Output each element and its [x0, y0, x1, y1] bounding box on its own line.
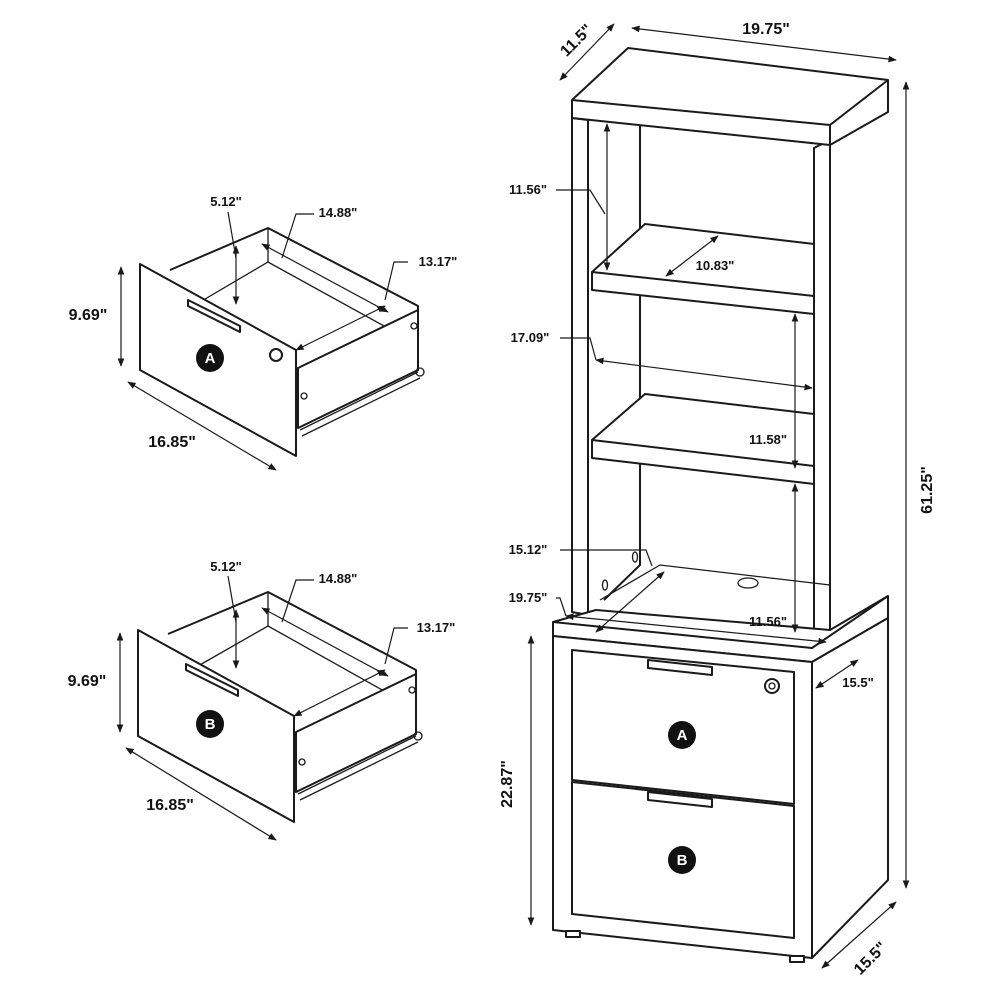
cabinet-shelf3-height-label: 11.56"	[749, 614, 787, 629]
cabinet-lock-core	[768, 682, 776, 690]
drawer-a-dimensions: 9.69" 16.85" 5.12" 14.88" 13.17"	[69, 194, 458, 471]
drawer-a-inner-depth-label: 14.88"	[319, 205, 358, 220]
drawer-b-wheel	[413, 731, 423, 741]
cabinet-drawer-b-badge-circle	[668, 846, 696, 874]
cabinet-inner-width-line	[595, 357, 813, 391]
cabinet-shelf1-height-label: 11.56"	[509, 182, 547, 197]
cabinet-drawer-b-badge: B	[677, 852, 688, 869]
cabinet-base-top-depth-label: 15.5"	[842, 675, 873, 690]
drawer-b-inner-height-leader	[227, 575, 237, 623]
drawer-b-illustration: B	[137, 591, 423, 823]
cabinet-hutch-back	[603, 107, 641, 601]
cabinet-base-top-depth-line	[815, 659, 859, 689]
drawer-a-inner-width-line	[295, 305, 386, 351]
cabinet-top-edge	[571, 79, 889, 145]
cabinet-overall-height-label: 61.25"	[919, 466, 936, 514]
drawer-b-inner-depth-leader	[281, 579, 314, 623]
cabinet-base-height-label: 22.87"	[499, 760, 516, 808]
cabinet-top-width-label: 19.75"	[742, 21, 790, 38]
drawer-b-side-panel	[295, 673, 417, 793]
drawer-b-inner-depth-label: 14.88"	[319, 571, 358, 586]
drawer-a-inner-height-label: 5.12"	[210, 194, 241, 209]
drawer-b-dimensions: 9.69" 16.85" 5.12" 14.88" 13.17"	[68, 559, 456, 841]
drawer-a-screw	[410, 322, 418, 330]
cabinet-grommet	[737, 577, 759, 589]
drawer-b-handle	[185, 663, 239, 697]
cabinet-base-width-label: 19.75"	[509, 590, 548, 605]
drawer-a-inner-width-leader	[384, 261, 408, 301]
cabinet-shelf-depth-label: 10.83"	[696, 258, 735, 273]
drawer-a-inner-depth-leader	[281, 213, 314, 259]
cabinet-shelf-depth-line	[665, 235, 719, 277]
drawer-b-front-screw	[298, 758, 306, 766]
cabinet-top-width-line	[631, 25, 897, 63]
drawer-a-height-label: 9.69"	[69, 307, 108, 324]
drawer-a-runner	[299, 371, 421, 437]
drawer-a-handle	[187, 299, 241, 333]
drawer-a-inner-depth-line	[261, 243, 389, 313]
cabinet-hutch-right-side	[813, 139, 831, 646]
cabinet-base-bottom-depth-label: 15.5"	[851, 939, 890, 978]
drawer-a-depth-label: 16.85"	[148, 434, 196, 451]
cabinet-shelf2-height-label: 11.58"	[749, 432, 787, 447]
cabinet-shelf-2	[591, 393, 815, 485]
cabinet-base-bottom-depth-line	[821, 901, 897, 969]
cabinet-shelf-1-edge	[591, 271, 815, 297]
cabinet-top-depth-label: 11.5"	[557, 21, 596, 60]
drawer-a-front-screw	[300, 392, 308, 400]
cabinet-drawer-b-handle	[647, 791, 713, 808]
cabinet-hole-1	[631, 551, 639, 563]
cabinet-hutch-left-side	[571, 117, 589, 616]
cabinet-base-width-leader	[556, 597, 567, 617]
drawer-a-side-panel	[297, 309, 419, 429]
cabinet-inner-width-label: 17.09"	[511, 330, 550, 345]
drawer-a-depth-line	[127, 381, 277, 471]
cabinet-inner-width-leader	[560, 337, 597, 361]
cabinet-hole-2	[601, 579, 609, 591]
cabinet-drawer-a-handle	[647, 659, 713, 676]
cabinet-foot-right	[789, 955, 805, 963]
drawer-b-depth-line	[125, 747, 277, 841]
drawer-b-depth-label: 16.85"	[146, 797, 194, 814]
drawer-a-badge: A	[205, 350, 216, 367]
drawer-b-screw	[408, 686, 416, 694]
drawer-a-badge-circle	[196, 344, 224, 372]
cabinet-base-depth-leader	[560, 549, 653, 567]
drawer-a-inner-width-label: 13.17"	[419, 254, 458, 269]
drawer-b-inner-depth-line	[261, 607, 389, 677]
cabinet-illustration: A B	[552, 47, 889, 963]
cabinet-foot-left	[565, 930, 581, 938]
drawer-a-lock	[269, 348, 283, 362]
cabinet-base-right-side	[811, 617, 889, 959]
drawer-b-inner-width-label: 13.17"	[417, 620, 456, 635]
cabinet-lock-icon	[764, 678, 780, 694]
drawer-b-height-label: 9.69"	[68, 673, 107, 690]
drawer-a-illustration: A	[139, 227, 425, 457]
cabinet-drawer-a-badge: A	[677, 727, 688, 744]
drawer-b-badge-circle	[196, 710, 224, 738]
drawer-b-inner-height-label: 5.12"	[210, 559, 241, 574]
cabinet-base-depth-label: 15.12"	[509, 542, 548, 557]
drawer-b-runner	[297, 735, 419, 801]
drawer-a-inner-height-leader	[227, 211, 237, 259]
cabinet-top-face	[571, 47, 889, 146]
drawer-b-inner-width-line	[293, 669, 386, 717]
cabinet-shelf1-height-leader	[556, 189, 606, 215]
cabinet-top-depth-line	[559, 23, 615, 81]
cabinet-drawer-a-badge-circle	[668, 721, 696, 749]
drawer-b-inner-width-leader	[384, 627, 408, 665]
cabinet-base-width-line	[565, 613, 827, 645]
cabinet-shelf-2-edge	[591, 439, 815, 467]
drawer-b-badge: B	[205, 716, 216, 733]
drawer-a-wheel	[415, 367, 425, 377]
